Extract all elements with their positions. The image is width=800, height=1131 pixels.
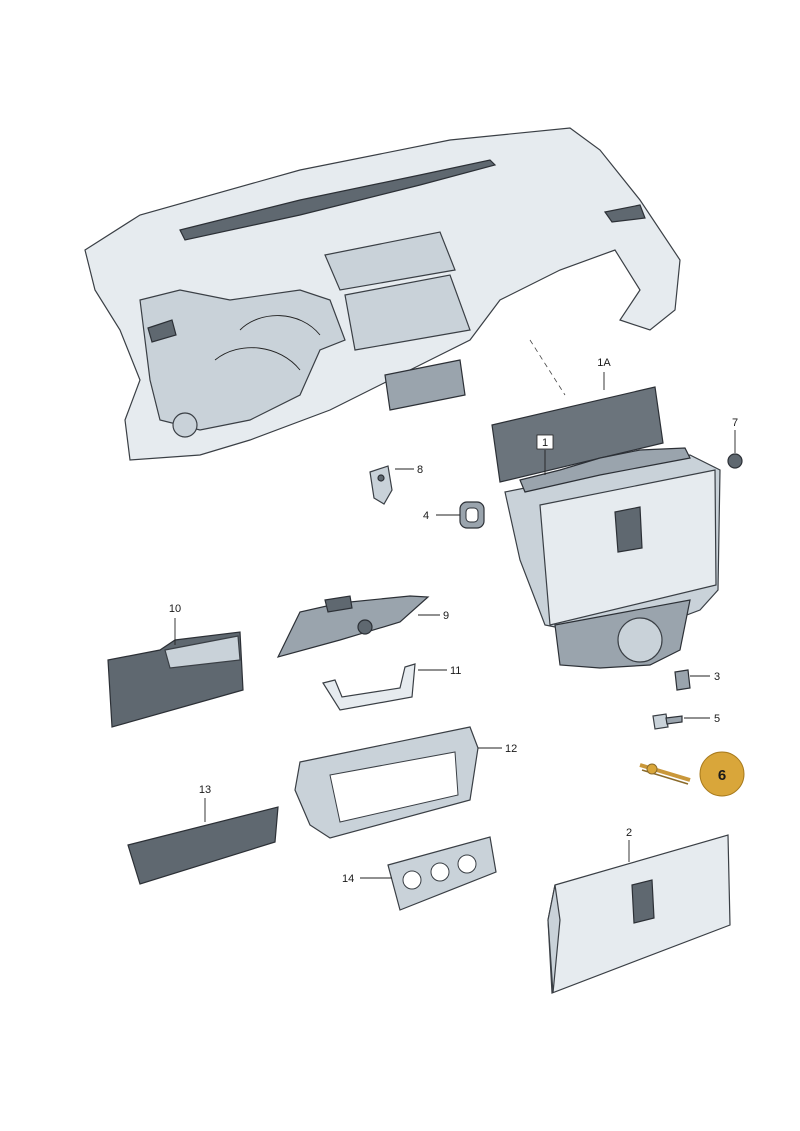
part-14-control-panel: [387, 836, 497, 911]
callout-4-text: 4: [423, 510, 429, 522]
part-4-grommet: [459, 501, 485, 529]
callout-5-text: 5: [714, 713, 720, 725]
callout-6-text: 6: [718, 767, 726, 784]
callout-labels: 1 1A 2 3 4 5 6 7 8 9 10 11 12 13 14: [169, 357, 745, 885]
callout-9-text: 9: [443, 610, 449, 622]
callout-1-text: 1: [542, 437, 548, 449]
callout-6-badge: 6: [699, 751, 745, 797]
callout-8-text: 8: [417, 464, 423, 476]
part-6-cable: [639, 763, 691, 785]
part-1A-panel: [491, 386, 664, 483]
part-8-bracket: [369, 465, 393, 505]
part-2-glovebox-lid: [547, 834, 731, 994]
assembly-dashed-line: [529, 339, 566, 396]
callout-1: 1: [536, 434, 554, 450]
callout-1A-text: 1A: [597, 357, 611, 369]
callout-2-text: 2: [626, 827, 632, 839]
leader-lines: [174, 372, 736, 879]
part-11-bracket: [322, 663, 416, 711]
part-7-clip: [727, 453, 743, 469]
callout-11-text: 11: [450, 665, 461, 677]
part-13-panel: [127, 806, 279, 885]
callout-14-text: 14: [342, 873, 354, 885]
part-5-bolt: [652, 713, 683, 730]
callout-3-text: 3: [714, 671, 720, 683]
dashboard-assembly: [84, 127, 681, 461]
callout-10-text: 10: [169, 603, 181, 615]
part-9-housing: [276, 595, 430, 658]
callout-7-text: 7: [732, 417, 738, 429]
callout-13-text: 13: [199, 784, 211, 796]
part-1-glovebox-assembly: [504, 447, 721, 669]
part-3-clip: [674, 669, 691, 691]
part-12-frame: [294, 726, 479, 839]
part-10-cover: [107, 631, 244, 728]
callout-12-text: 12: [505, 743, 517, 755]
